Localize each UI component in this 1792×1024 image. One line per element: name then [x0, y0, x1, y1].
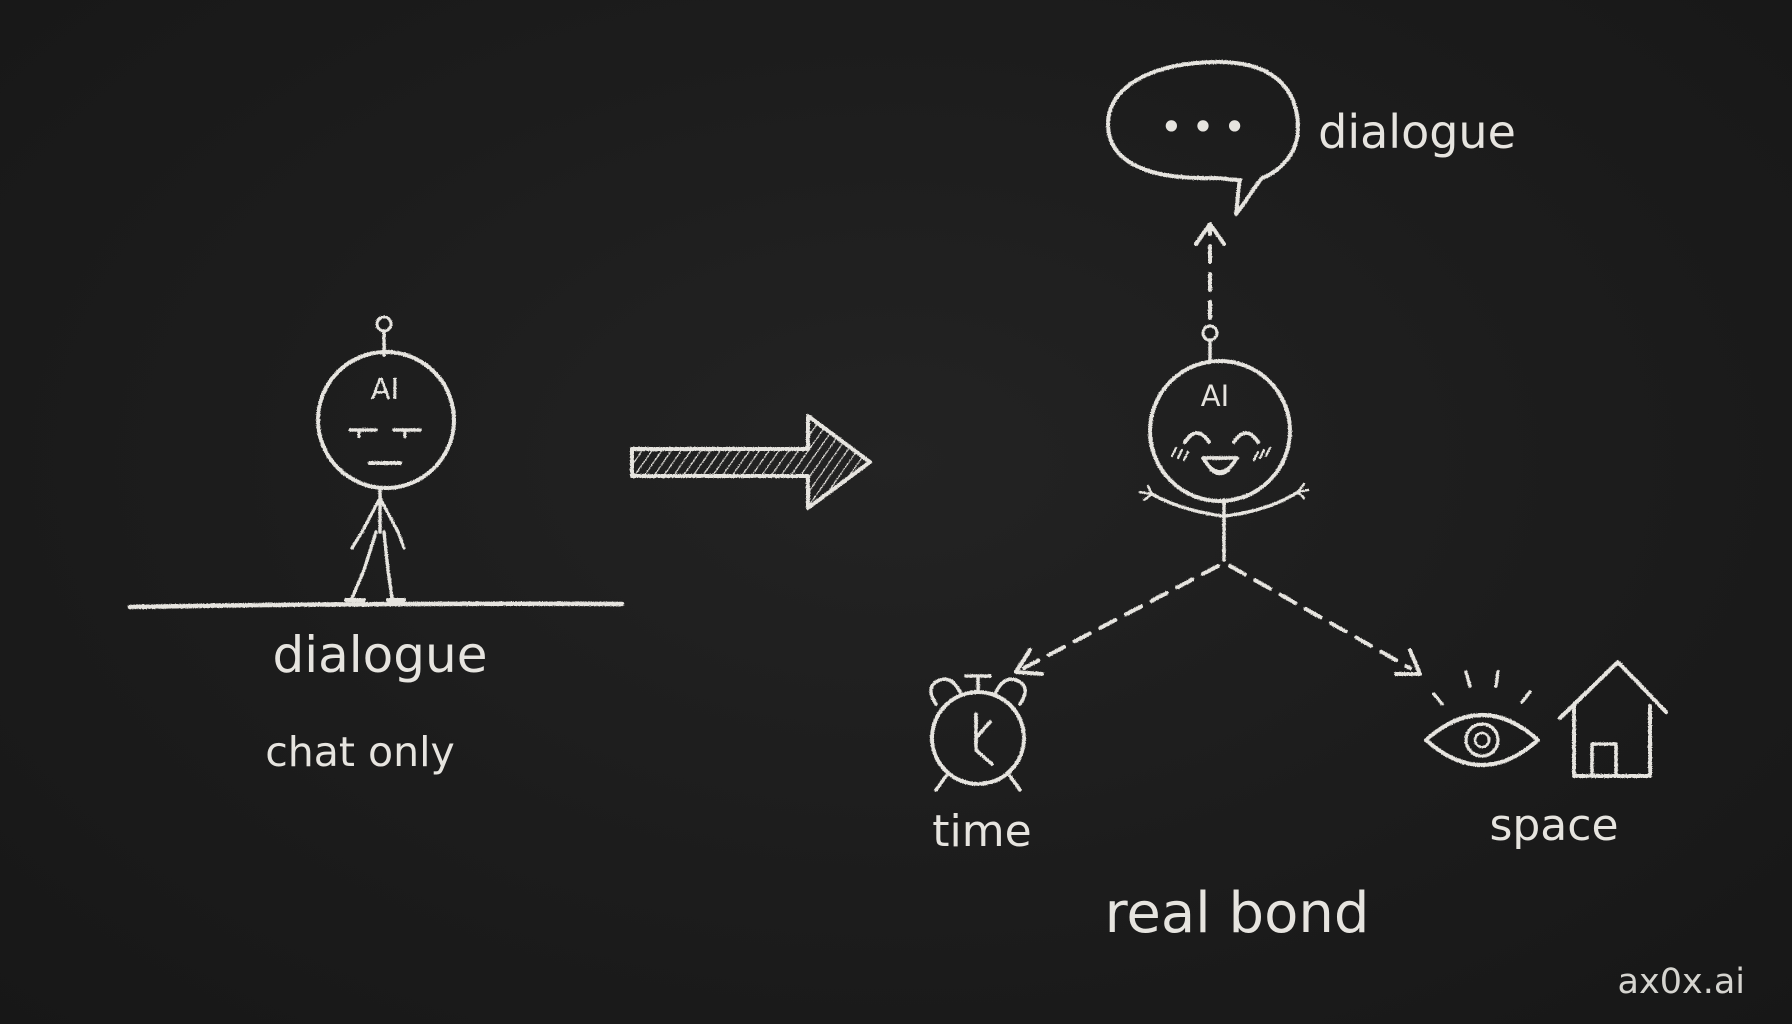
right-robot-face-label: AI: [1201, 379, 1229, 413]
dashed-arrow-to-dialogue: [1194, 222, 1226, 320]
eye-icon: [1424, 670, 1540, 767]
right-top-label: dialogue: [1318, 105, 1516, 159]
speech-bubble-content: • • •: [1161, 108, 1245, 146]
open-smile: [1201, 456, 1239, 476]
dashed-arrow-to-time: [1014, 564, 1220, 676]
blush-marks: [1170, 446, 1272, 462]
house-icon: [1558, 660, 1668, 778]
neutral-eyes: [348, 428, 422, 439]
robot-antenna-icon: [1201, 324, 1219, 364]
arrow-right-icon: [630, 414, 872, 510]
dashed-arrow-to-space: [1228, 564, 1422, 676]
stick-body: [344, 486, 406, 602]
left-primary-label: dialogue: [273, 626, 488, 684]
ground-line: [127, 601, 625, 610]
robot-antenna-icon: [375, 315, 393, 357]
stick-body: [1138, 482, 1310, 562]
robot-head: [316, 350, 456, 490]
right-stick-figure-group: [929, 60, 1668, 792]
left-robot-face-label: AI: [371, 372, 399, 406]
robot-head: [1148, 359, 1292, 503]
right-space-label: space: [1489, 800, 1618, 851]
alarm-clock-icon: [929, 674, 1027, 792]
watermark-label: ax0x.ai: [1618, 962, 1745, 1002]
left-stick-figure-group: AI: [127, 315, 625, 610]
speech-bubble-icon: [1106, 60, 1300, 216]
left-secondary-label: chat only: [265, 728, 455, 776]
right-time-label: time: [932, 806, 1031, 857]
right-bottom-label: real bond: [1105, 881, 1370, 946]
happy-eyes: [1183, 431, 1260, 444]
